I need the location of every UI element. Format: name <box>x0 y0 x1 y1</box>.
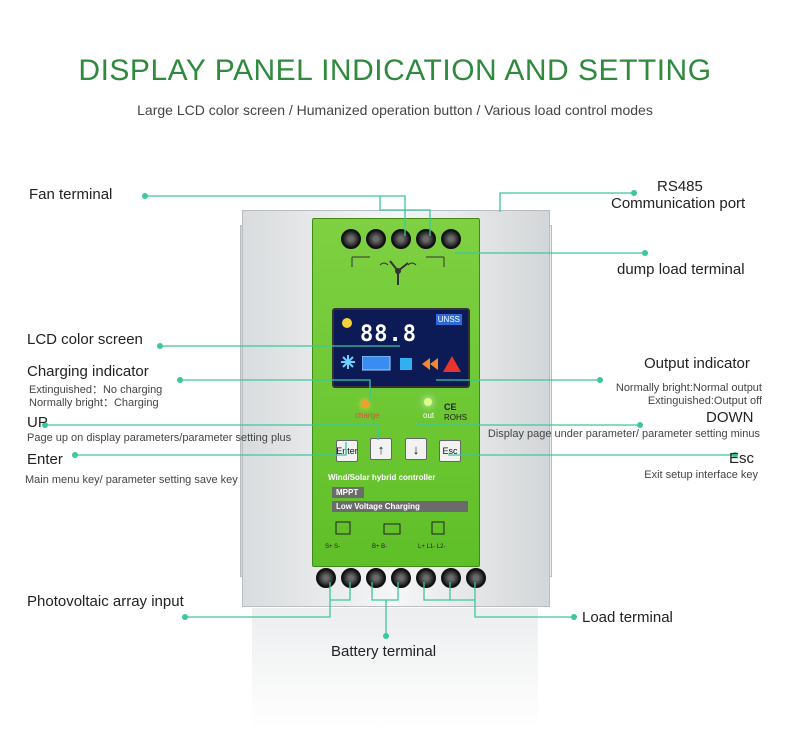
lcd-digits: 88.8 <box>360 322 417 347</box>
wind-icon <box>341 355 355 369</box>
solar-panel-icon <box>362 356 391 371</box>
charge-label: charge <box>355 411 380 420</box>
arrow-icon <box>422 358 438 370</box>
page-subtitle: Large LCD color screen / Humanized opera… <box>137 102 653 118</box>
enter-desc: Main menu key/ parameter setting save ke… <box>25 474 238 486</box>
battery-terminal-label: Battery terminal <box>331 643 437 660</box>
lcd-screen: UNSS 88.8 <box>332 308 470 388</box>
output-indicator-label: Output indicator <box>644 355 750 372</box>
battery-terminal-screw <box>366 568 386 588</box>
turbine-icon <box>351 256 445 285</box>
communication-port-label: Communication port <box>611 195 746 212</box>
rohs-mark: ROHS <box>444 413 468 422</box>
down-desc: Display page under parameter/ parameter … <box>487 428 760 440</box>
esc-button[interactable]: Esc <box>439 440 461 462</box>
charging-led <box>361 400 369 408</box>
battery-terminal-screw <box>391 568 411 588</box>
load-terminal-screw <box>416 568 436 588</box>
pv-terminal-mark: S+ S- <box>325 544 341 550</box>
esc-desc: Exit setup interface key <box>644 469 758 481</box>
up-label: UP <box>27 414 48 431</box>
enter-button[interactable]: Enter <box>336 440 358 462</box>
fan-terminal-screw <box>341 229 361 249</box>
rs485-label: RS485 <box>657 178 703 195</box>
out-label: out <box>423 411 435 420</box>
output-desc-1: Normally bright:Normal output <box>615 382 762 394</box>
pv-input-label: Photovoltaic array input <box>27 593 184 610</box>
product-name: Wind/Solar hybrid controller <box>328 473 436 482</box>
ce-mark: CE <box>444 402 457 412</box>
fan-terminal-label: Fan terminal <box>29 186 113 203</box>
load-terminal-mark: L+ L1- L2- <box>418 544 446 550</box>
load-terminal-screw <box>466 568 486 588</box>
low-voltage-band: Low Voltage Charging <box>332 501 468 512</box>
output-desc-2: Extinguished:Output off <box>647 395 762 407</box>
load-terminal-screw <box>441 568 461 588</box>
dump-load-label: dump load terminal <box>617 261 745 278</box>
battery-terminal-mark: B+ B- <box>372 544 388 550</box>
load-terminal-label: Load terminal <box>582 609 673 626</box>
sun-icon <box>342 318 352 328</box>
wind-terminal-screw <box>391 229 411 249</box>
up-button[interactable]: ↑ <box>370 438 392 460</box>
charging-indicator-label: Charging indicator <box>27 363 149 380</box>
charging-desc-1: Extinguished：No charging <box>29 384 163 396</box>
device-reflection <box>252 608 538 728</box>
lcd-screen-label: LCD color screen <box>27 331 143 348</box>
down-button[interactable]: ↓ <box>405 438 427 460</box>
down-label: DOWN <box>706 409 754 426</box>
mppt-band: MPPT <box>332 487 364 498</box>
fan-terminal-screw <box>366 229 386 249</box>
battery-icon <box>400 358 412 370</box>
dump-load-terminal-screw <box>441 229 461 249</box>
warning-icon <box>443 356 461 372</box>
charging-desc-2: Normally bright：Charging <box>29 397 159 409</box>
lcd-tag: UNSS <box>435 314 462 325</box>
esc-label: Esc <box>729 450 755 467</box>
pv-terminal-screw <box>341 568 361 588</box>
pv-terminal-screw <box>316 568 336 588</box>
terminal-icons <box>335 521 445 535</box>
enter-label: Enter <box>27 451 63 468</box>
up-desc: Page up on display parameters/parameter … <box>27 432 292 444</box>
output-led <box>424 398 432 406</box>
page-title: DISPLAY PANEL INDICATION AND SETTING <box>78 54 712 87</box>
wind-terminal-screw <box>416 229 436 249</box>
